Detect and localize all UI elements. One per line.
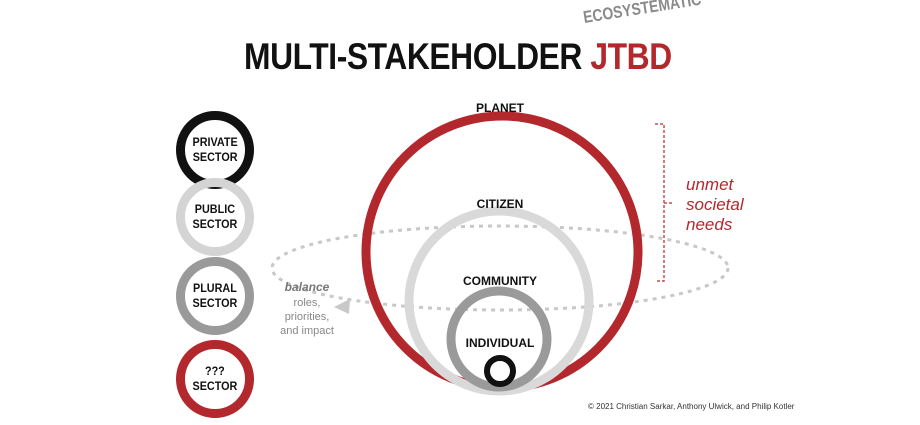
citizen-label: CITIZEN (477, 197, 524, 211)
copyright-notice: © 2021 Christian Sarkar, Anthony Ulwick,… (588, 402, 795, 411)
citizen-circle (404, 206, 594, 396)
needs-line-2: societal (686, 195, 745, 214)
planet-label: PLANET (476, 101, 525, 115)
sector-public: PUBLIC SECTOR (176, 178, 254, 256)
sector-unknown: ??? SECTOR (176, 340, 254, 418)
needs-bracket (655, 123, 672, 282)
sector-private-label: PRIVATE SECTOR (192, 135, 238, 164)
balance-line-2: priorities, (285, 311, 330, 323)
title-accent: JTBD (590, 36, 672, 77)
community-circle (446, 286, 552, 392)
balance-line-1: roles, (294, 297, 321, 309)
page-title: MULTI-STAKEHOLDER JTBD (244, 36, 672, 78)
individual-label: INDIVIDUAL (466, 336, 535, 350)
individual-circle (484, 355, 516, 387)
balance-arrow-icon (334, 299, 350, 314)
title-block: ECOSYSTEMATIC MULTI-STAKEHOLDER JTBD (0, 0, 920, 90)
sector-public-label: PUBLIC SECTOR (192, 202, 238, 231)
sector-plural-label: PLURAL SECTOR (192, 281, 238, 310)
needs-line-1: unmet (686, 175, 735, 194)
needs-line-3: needs (686, 215, 733, 234)
balance-line-3: and impact (280, 325, 334, 337)
sector-unknown-label: ??? SECTOR (192, 364, 238, 393)
title-main: MULTI-STAKEHOLDER (244, 36, 582, 77)
community-label: COMMUNITY (463, 274, 537, 288)
balance-orbit (270, 224, 730, 312)
sector-plural: PLURAL SECTOR (176, 257, 254, 335)
balance-heading: balance (285, 280, 330, 294)
